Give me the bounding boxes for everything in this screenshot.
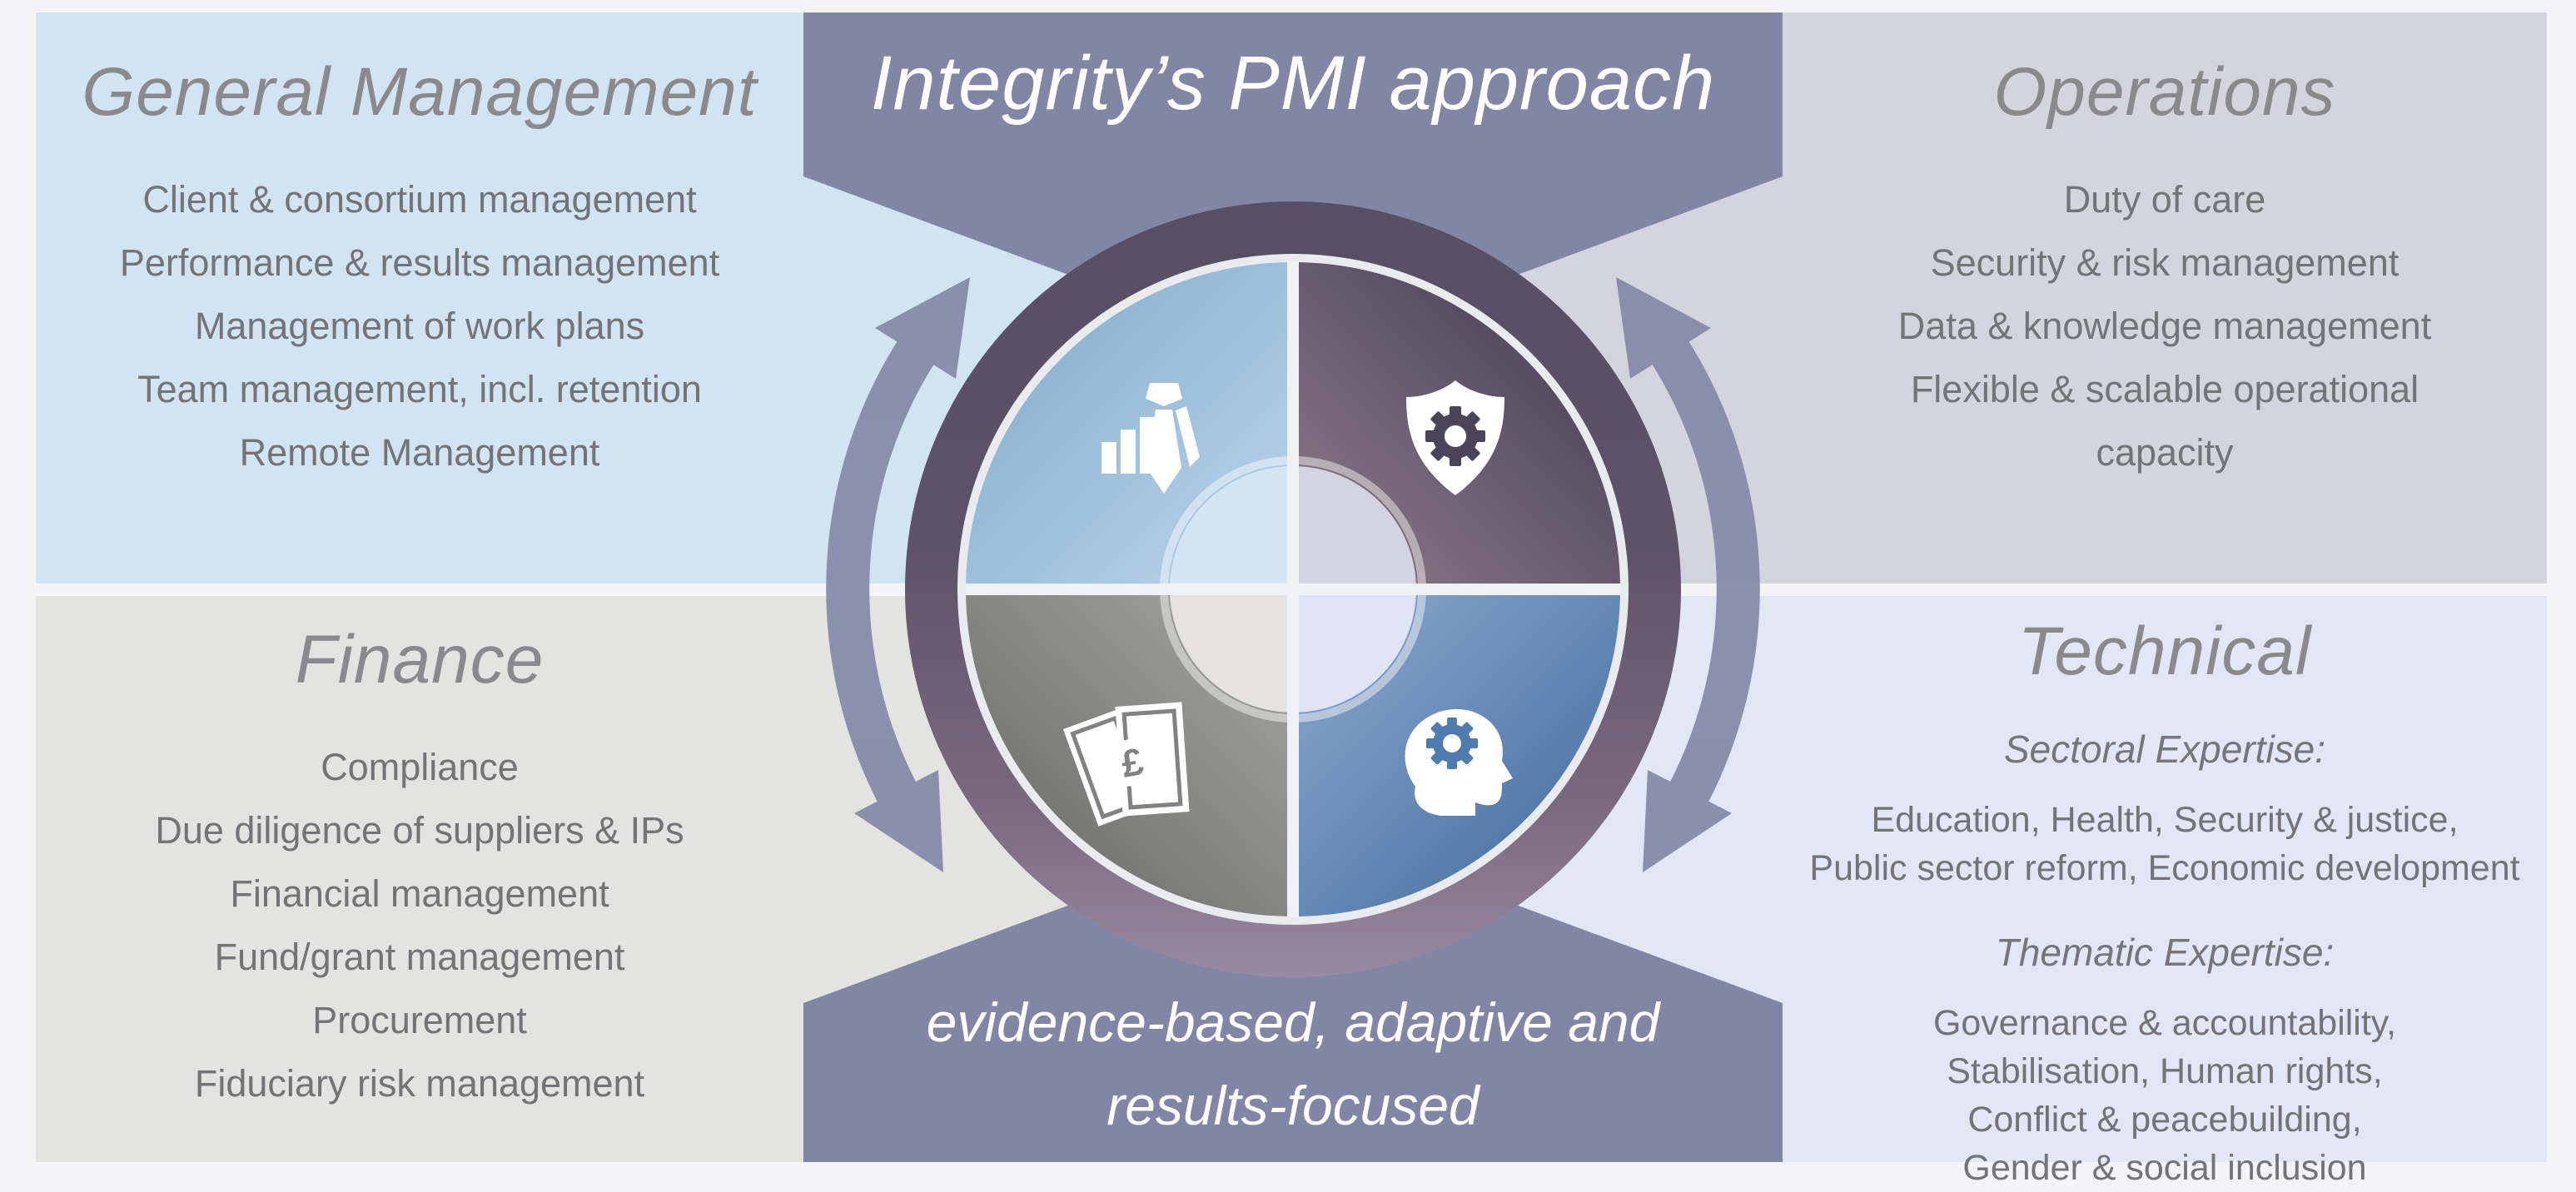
section-title: Technical — [2017, 613, 2312, 689]
cycle-arrow-right — [1616, 277, 1760, 872]
bar-chart-tie-icon — [1102, 383, 1200, 494]
list-item: Flexible & scalable operational capacity — [1910, 368, 2429, 474]
section-title: Finance — [295, 622, 545, 698]
list-item: Procurement — [312, 999, 527, 1042]
list-item: Due diligence of suppliers & IPs — [155, 809, 684, 852]
pmi-wheel: £ — [905, 201, 1681, 977]
cycle-arrow-left — [826, 277, 970, 872]
thematic-expertise-lines: Governance & accountability, Stabilisatio… — [1933, 999, 2396, 1192]
banknotes-icon: £ — [1062, 702, 1190, 827]
wheel-divider-cross — [966, 262, 1620, 916]
diagram-title: Integrity’s PMI approach — [870, 41, 1716, 126]
list-item: Gender & social inclusion — [1962, 1148, 2367, 1189]
list-item: Governance & accountability, — [1932, 1003, 2397, 1044]
section-general-management: General Management Client & consortium m… — [36, 54, 803, 484]
thematic-expertise-label: Thematic Expertise: — [1995, 931, 2335, 975]
list-item: Stabilisation, Human rights, — [1947, 1051, 2383, 1092]
list-item: Education, Health, Security & justice, — [1871, 800, 2459, 841]
top-banner-shape — [803, 12, 1783, 319]
bottom-banner-shape — [803, 862, 1783, 1162]
list-item: Financial management — [230, 872, 609, 916]
list-item: Duty of care — [2063, 178, 2266, 221]
list-item: Performance & results management — [119, 241, 720, 285]
list-item: Security & risk management — [1930, 241, 2399, 285]
list-item: Compliance — [321, 746, 519, 789]
list-item: Client & consortium management — [142, 178, 697, 221]
list-item: Conflict & peacebuilding, — [1967, 1100, 2362, 1140]
footer-line-1: evidence-based, adaptive and — [926, 991, 1660, 1053]
section-title: Operations — [1993, 54, 2336, 130]
sectoral-expertise-lines: Education, Health, Security & justice, Pu… — [1809, 796, 2519, 892]
list-item: Remote Management — [239, 431, 600, 474]
list-item: Team management, incl. retention — [137, 368, 702, 411]
list-item: Fund/grant management — [214, 936, 625, 979]
footer-line-2: results-focused — [1106, 1075, 1479, 1136]
list-item: Data & knowledge management — [1897, 305, 2432, 348]
section-technical: Technical Sectoral Expertise: Education,… — [1783, 613, 2547, 1192]
list-item: Management of work plans — [194, 305, 645, 348]
sectoral-expertise-label: Sectoral Expertise: — [2003, 728, 2326, 772]
diagram-footer: evidence-based, adaptive and results-foc… — [752, 981, 1834, 1147]
list-item: Fiduciary risk management — [194, 1062, 645, 1105]
section-title: General Management — [82, 54, 758, 130]
shield-gear-icon — [1406, 380, 1504, 495]
list-item: Public sector reform, Economic developme… — [1809, 848, 2520, 889]
head-gear-icon — [1405, 708, 1513, 816]
